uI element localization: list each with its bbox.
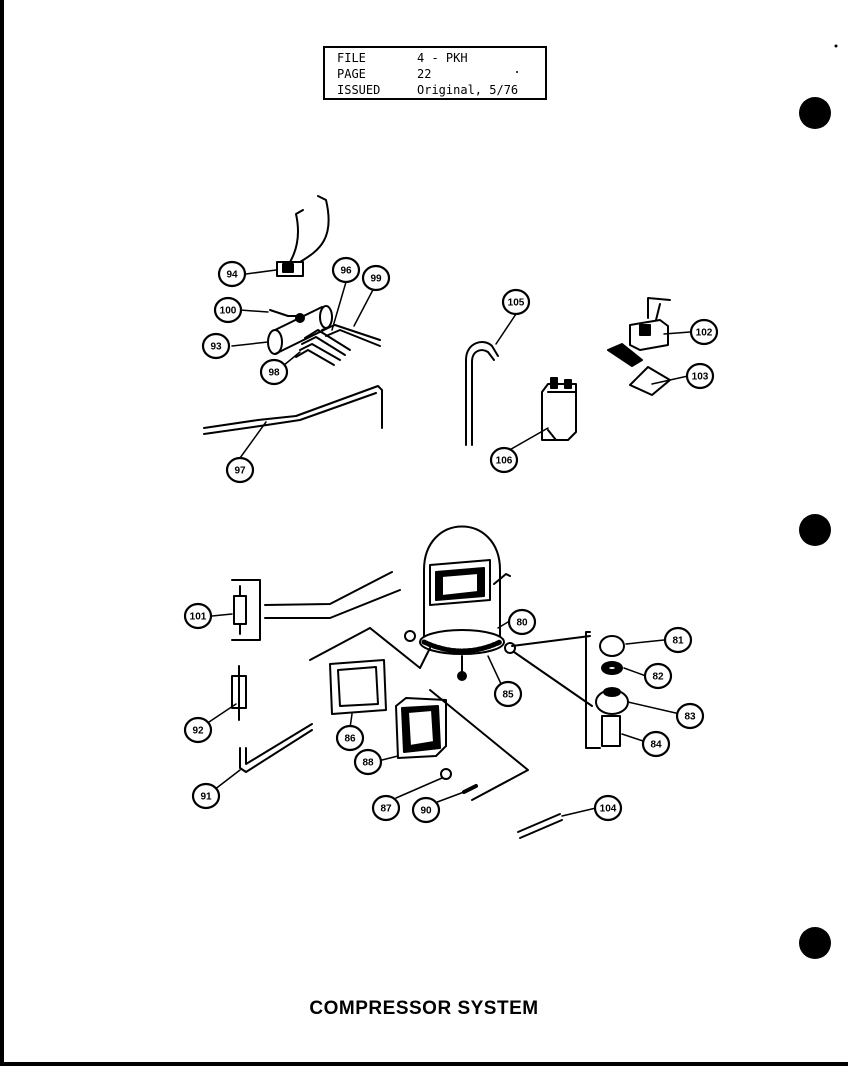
- callout-97: 97: [225, 456, 255, 484]
- tube-part: [203, 385, 383, 435]
- callout-label: 103: [692, 372, 709, 383]
- page-left-border: [0, 0, 4, 1066]
- callout-85: 85: [493, 680, 523, 708]
- bracket-part: [607, 297, 671, 396]
- callout-100: 100: [213, 296, 243, 324]
- callout-label: 105: [508, 298, 525, 309]
- callout-label: 92: [192, 726, 204, 737]
- callout-label: 96: [340, 266, 352, 277]
- callout-label: 99: [370, 274, 382, 285]
- callout-91: 91: [191, 782, 221, 810]
- terminal-cover: [395, 697, 447, 759]
- callout-103: 103: [685, 362, 715, 390]
- leader-lines: [205, 269, 691, 817]
- binder-hole-bottom: [799, 927, 831, 959]
- callout-label: 86: [344, 734, 356, 745]
- callout-label: 104: [600, 804, 617, 815]
- callout-83: 83: [675, 702, 705, 730]
- callout-105: 105: [501, 288, 531, 316]
- capacitor-assembly: [267, 305, 381, 366]
- callout-label: 85: [502, 690, 514, 701]
- issued-row: ISSUED Original, 5/76: [337, 83, 518, 97]
- callout-96: 96: [331, 256, 361, 284]
- callout-98: 98: [259, 358, 289, 386]
- callout-label: 84: [650, 740, 662, 751]
- leader-screw: [429, 689, 529, 801]
- callout-101: 101: [183, 602, 213, 630]
- callout-label: 81: [672, 636, 684, 647]
- callout-81: 81: [663, 626, 693, 654]
- pin-part: [517, 813, 563, 839]
- process-tube: [239, 723, 313, 773]
- callout-label: 88: [362, 758, 374, 769]
- callout-label: 93: [210, 342, 222, 353]
- callout-label: 94: [226, 270, 238, 281]
- callout-93: 93: [201, 332, 231, 360]
- callout-label: 80: [516, 618, 528, 629]
- callout-label: 102: [696, 328, 713, 339]
- issued-value: Original, 5/76: [417, 83, 519, 97]
- diagram-caption: COMPRESSOR SYSTEM: [309, 998, 539, 1019]
- drier-bracket: [231, 571, 401, 641]
- callout-label: 82: [652, 672, 664, 683]
- file-value: 4 - PKH: [417, 51, 468, 65]
- callout-102: 102: [689, 318, 719, 346]
- file-label: FILE: [337, 51, 366, 65]
- page-bottom-border: [0, 1062, 848, 1066]
- callout-94: 94: [217, 260, 247, 288]
- file-row: FILE 4 - PKH: [337, 51, 468, 65]
- callout-label: 98: [268, 368, 280, 379]
- callout-106: 106: [489, 446, 519, 474]
- issued-label: ISSUED: [337, 83, 381, 97]
- speck-2: [516, 71, 518, 73]
- callout-99: 99: [361, 264, 391, 292]
- page-value: 22: [417, 67, 432, 81]
- speck: [834, 44, 838, 48]
- callout-label: 91: [200, 792, 212, 803]
- callout-87: 87: [371, 794, 401, 822]
- compressor-dome: [404, 525, 516, 681]
- file-info-box: FILE 4 - PKH PAGE 22 ISSUED Original, 5/…: [323, 46, 547, 100]
- screw-part: [462, 784, 478, 794]
- leader-gasket: [309, 627, 371, 661]
- drier-part: [231, 665, 247, 721]
- binder-hole-top: [799, 97, 831, 129]
- callout-90: 90: [411, 796, 441, 824]
- callout-104: 104: [593, 794, 623, 822]
- callout-82: 82: [643, 662, 673, 690]
- callout-92: 92: [183, 716, 213, 744]
- callout-label: 87: [380, 804, 392, 815]
- callout-86: 86: [335, 724, 365, 752]
- callout-label: 83: [684, 712, 696, 723]
- callout-84: 84: [641, 730, 671, 758]
- relay-part: [276, 195, 330, 277]
- overload-part: [541, 377, 577, 441]
- callout-label: 97: [234, 466, 246, 477]
- mount-hardware: [511, 631, 629, 749]
- page-row: PAGE 22: [337, 67, 431, 81]
- callout-label: 101: [190, 612, 207, 623]
- terminal-gasket: [329, 659, 387, 715]
- callout-80: 80: [507, 608, 537, 636]
- leader-dome-cover: [369, 627, 431, 669]
- washer-part: [440, 768, 452, 780]
- callout-88: 88: [353, 748, 383, 776]
- callout-label: 100: [220, 306, 237, 317]
- bent-tube-part: [465, 341, 499, 446]
- page-label: PAGE: [337, 67, 366, 81]
- binder-hole-middle: [799, 514, 831, 546]
- callout-label: 106: [496, 456, 513, 467]
- callout-balloons: 94 96 99 100 93 98 97 105 106 102 103 101 80 81 82 83 84…: [183, 256, 719, 824]
- callout-label: 90: [420, 806, 432, 817]
